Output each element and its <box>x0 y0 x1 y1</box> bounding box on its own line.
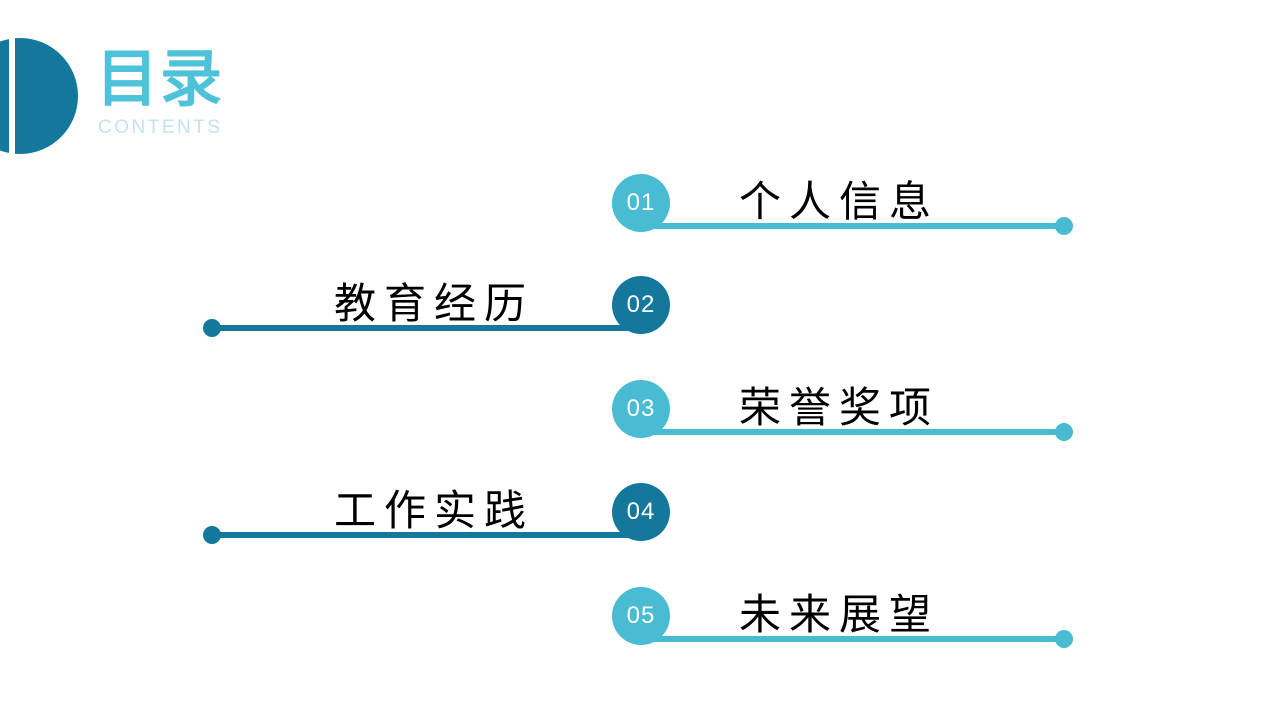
line-end-dot <box>203 319 221 337</box>
toc-item-3[interactable]: 03 荣誉奖项 <box>0 374 1280 454</box>
toc-item-label: 荣誉奖项 <box>738 384 939 431</box>
connector-line <box>641 223 1064 229</box>
line-end-dot <box>1055 630 1073 648</box>
page-title: 目录 <box>96 45 225 114</box>
toc-number: 04 <box>626 498 656 525</box>
toc-item-2[interactable]: 02 教育经历 <box>0 270 1280 350</box>
toc-number: 01 <box>626 189 656 216</box>
toc-item-label: 个人信息 <box>738 178 939 225</box>
toc-number: 05 <box>626 602 656 629</box>
toc-number-badge: 01 <box>612 174 670 232</box>
toc-number: 03 <box>626 395 656 422</box>
page-subtitle: CONTENTS <box>98 117 223 138</box>
logo-white-stripe <box>9 28 15 164</box>
toc-number-badge: 04 <box>612 483 670 541</box>
connector-line <box>212 532 641 538</box>
toc-item-4[interactable]: 04 工作实践 <box>0 477 1280 557</box>
toc-item-1[interactable]: 01 个人信息 <box>0 168 1280 248</box>
connector-line <box>641 429 1064 435</box>
toc-item-5[interactable]: 05 未来展望 <box>0 581 1280 661</box>
toc-number-badge: 02 <box>612 276 670 334</box>
toc-number: 02 <box>626 291 656 318</box>
toc-number-badge: 03 <box>612 380 670 438</box>
toc-number-badge: 05 <box>612 587 670 645</box>
line-end-dot <box>1055 217 1073 235</box>
connector-line <box>212 325 641 331</box>
toc-item-label: 未来展望 <box>738 591 939 638</box>
toc-item-label: 工作实践 <box>333 487 534 534</box>
line-end-dot <box>1055 423 1073 441</box>
connector-line <box>641 636 1064 642</box>
toc-item-label: 教育经历 <box>333 280 534 327</box>
line-end-dot <box>203 526 221 544</box>
